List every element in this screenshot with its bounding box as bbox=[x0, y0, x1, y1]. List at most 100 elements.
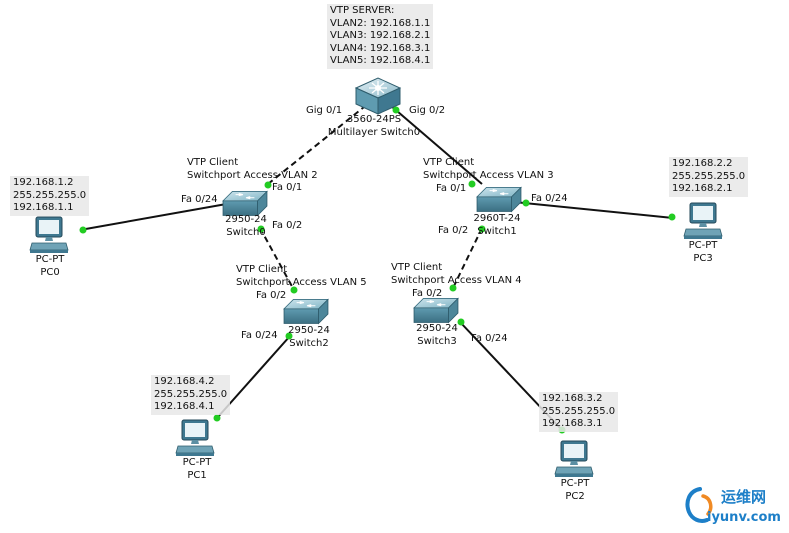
link-switch1-switch3 bbox=[452, 227, 483, 289]
link-ml-switch1 bbox=[382, 98, 483, 185]
note-role: VTP Client bbox=[236, 264, 288, 275]
device-name: Multilayer Switch0 bbox=[327, 126, 421, 138]
port-light bbox=[392, 106, 400, 114]
pc-mask: 255.255.255.0 bbox=[542, 405, 616, 417]
device-model: PC-PT bbox=[560, 478, 590, 489]
switch0-label: 2950-24 Switch0 bbox=[214, 214, 278, 239]
pc-gateway: 192.168.3.1 bbox=[542, 418, 603, 429]
port-light bbox=[478, 225, 486, 233]
pc-gateway: 192.168.4.1 bbox=[154, 401, 215, 412]
switch3-vtp-note: VTP Client Switchport Access VLAN 4 bbox=[391, 262, 522, 287]
port-light bbox=[468, 180, 476, 188]
device-model: 2950-24 bbox=[416, 323, 458, 334]
device-model: 2950-24 bbox=[225, 214, 267, 225]
pc0-label: PC-PT PC0 bbox=[20, 254, 80, 279]
device-name: Switch0 bbox=[226, 226, 266, 238]
pc-ip: 192.168.4.2 bbox=[154, 376, 215, 387]
note-role: VTP Client bbox=[423, 157, 475, 168]
port-light bbox=[449, 284, 457, 292]
watermark-logo-icon bbox=[685, 487, 713, 523]
pc0-ip-note: 192.168.1.2 255.255.255.0 192.168.1.1 bbox=[10, 176, 90, 216]
device-model: 2950-24 bbox=[288, 325, 330, 336]
port-label: Gig 0/1 bbox=[306, 105, 343, 116]
pc1-icon[interactable] bbox=[175, 419, 215, 457]
switch3-label: 2950-24 Switch3 bbox=[404, 323, 470, 348]
switch2-vtp-note: VTP Client Switchport Access VLAN 5 bbox=[236, 264, 367, 289]
device-model: 3560-24PS bbox=[346, 114, 402, 125]
port-label: Fa 0/1 bbox=[272, 182, 303, 193]
port-label: Fa 0/2 bbox=[272, 220, 303, 231]
pc-gateway: 192.168.1.1 bbox=[13, 202, 74, 213]
note-access: Switchport Access VLAN 3 bbox=[423, 169, 554, 181]
note-title: VTP SERVER: bbox=[330, 5, 395, 16]
switch0-vtp-note: VTP Client Switchport Access VLAN 2 bbox=[187, 157, 318, 182]
port-light bbox=[285, 332, 293, 340]
multilayer-switch-icon[interactable] bbox=[354, 77, 402, 115]
pc-ip: 192.168.1.2 bbox=[13, 177, 74, 188]
pc2-label: PC-PT PC2 bbox=[545, 478, 605, 503]
device-model: PC-PT bbox=[182, 457, 212, 468]
device-name: Switch2 bbox=[289, 337, 329, 349]
device-name: PC1 bbox=[187, 469, 207, 481]
pc-mask: 255.255.255.0 bbox=[672, 170, 746, 182]
note-access: Switchport Access VLAN 5 bbox=[236, 276, 367, 288]
pc2-icon[interactable] bbox=[554, 440, 594, 478]
switch0-icon[interactable] bbox=[222, 190, 268, 217]
pc0-icon[interactable] bbox=[29, 216, 69, 254]
note-line: VLAN3: 192.168.2.1 bbox=[330, 30, 431, 41]
device-name: PC3 bbox=[693, 252, 713, 264]
device-model: 2960T-24 bbox=[473, 213, 521, 224]
note-role: VTP Client bbox=[391, 262, 443, 273]
pc2-ip-note: 192.168.3.2 255.255.255.0 192.168.3.1 bbox=[539, 392, 619, 432]
switch1-icon[interactable] bbox=[476, 186, 522, 213]
port-label: Fa 0/24 bbox=[531, 193, 568, 204]
switch2-icon[interactable] bbox=[283, 298, 329, 325]
port-label: Fa 0/1 bbox=[436, 183, 467, 194]
pc1-label: PC-PT PC1 bbox=[167, 457, 227, 482]
note-line: VLAN5: 192.168.4.1 bbox=[330, 55, 431, 66]
port-light bbox=[257, 225, 265, 233]
switch1-label: 2960T-24 Switch1 bbox=[464, 213, 530, 238]
link-switch0-switch2 bbox=[259, 227, 295, 291]
pc3-icon[interactable] bbox=[683, 202, 723, 240]
switch3-icon[interactable] bbox=[413, 297, 459, 324]
device-model: PC-PT bbox=[35, 254, 65, 265]
note-access: Switchport Access VLAN 2 bbox=[187, 169, 318, 181]
note-line: VLAN2: 192.168.1.1 bbox=[330, 17, 431, 29]
watermark-site: iyunv.com bbox=[707, 510, 781, 525]
watermark: 运维网 iyunv.com bbox=[683, 484, 787, 530]
port-label: Gig 0/2 bbox=[409, 105, 446, 116]
port-light bbox=[264, 181, 272, 189]
pc-ip: 192.168.2.2 bbox=[672, 158, 733, 169]
port-light bbox=[457, 318, 465, 326]
device-name: PC2 bbox=[565, 490, 585, 502]
port-indicators bbox=[79, 96, 676, 434]
device-name: Switch3 bbox=[417, 335, 457, 347]
port-label: Fa 0/24 bbox=[181, 194, 218, 205]
port-light bbox=[668, 213, 676, 221]
pc-mask: 255.255.255.0 bbox=[13, 189, 87, 201]
device-name: PC0 bbox=[40, 266, 60, 278]
link-ml-switch0 bbox=[267, 98, 375, 185]
note-access: Switchport Access VLAN 4 bbox=[391, 274, 522, 286]
pc1-ip-note: 192.168.4.2 255.255.255.0 192.168.4.1 bbox=[151, 375, 231, 415]
port-label: Fa 0/2 bbox=[256, 290, 287, 301]
note-line: VLAN4: 192.168.3.1 bbox=[330, 42, 431, 54]
port-light bbox=[213, 414, 221, 422]
pc-gateway: 192.168.2.1 bbox=[672, 183, 733, 194]
port-light bbox=[290, 286, 298, 294]
link-switch0-pc0 bbox=[79, 202, 233, 231]
ml-switch-label: 3560-24PS Multilayer Switch0 bbox=[318, 114, 430, 139]
port-label: Fa 0/24 bbox=[471, 333, 508, 344]
switch2-label: 2950-24 Switch2 bbox=[276, 325, 342, 350]
switch1-vtp-note: VTP Client Switchport Access VLAN 3 bbox=[423, 157, 554, 182]
note-role: VTP Client bbox=[187, 157, 239, 168]
port-label: Fa 0/2 bbox=[438, 225, 469, 236]
port-label: Fa 0/24 bbox=[241, 330, 278, 341]
device-model: PC-PT bbox=[688, 240, 718, 251]
pc-ip: 192.168.3.2 bbox=[542, 393, 603, 404]
watermark-brand: 运维网 bbox=[721, 488, 767, 506]
port-light bbox=[79, 226, 87, 234]
pc3-label: PC-PT PC3 bbox=[673, 240, 733, 265]
